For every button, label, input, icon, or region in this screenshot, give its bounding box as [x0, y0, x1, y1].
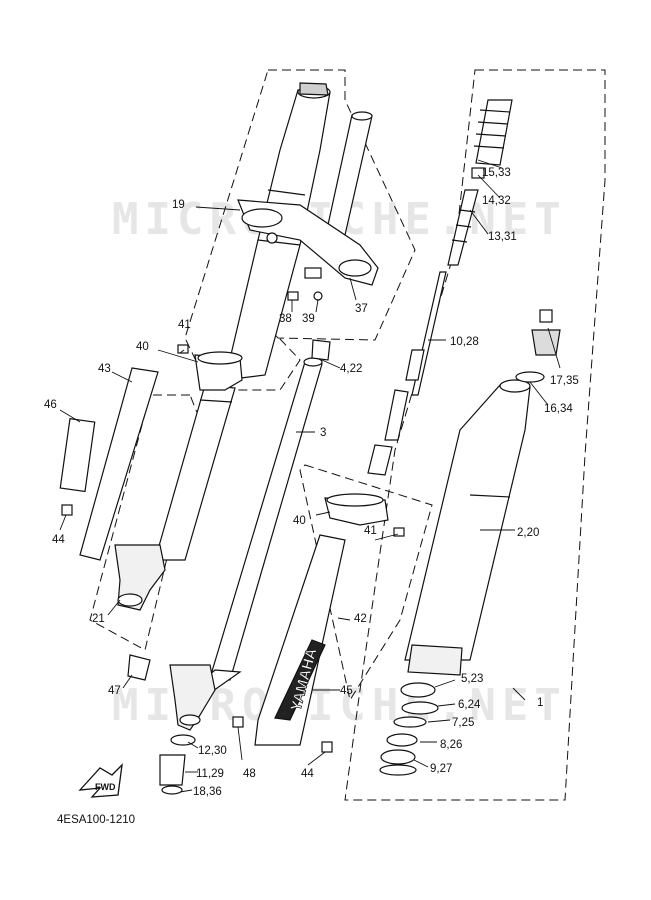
- label-16-34: 16,34: [544, 403, 573, 415]
- label-6-24: 6,24: [458, 699, 481, 711]
- lower-bracket-19: [237, 199, 379, 286]
- fwd-label: FWD: [95, 782, 116, 792]
- label-44-left: 44: [52, 534, 65, 546]
- lower-leg-assembly: [169, 664, 242, 731]
- diagram-code: 4ESA100-1210: [57, 814, 135, 826]
- label-48: 48: [243, 768, 256, 780]
- label-19: 19: [172, 199, 185, 211]
- label-47: 47: [108, 685, 121, 697]
- label-17-35: 17,35: [550, 375, 579, 387]
- label-41-right: 41: [364, 525, 377, 537]
- fork-guard-43: [59, 367, 159, 561]
- outline-right-fork: [344, 69, 606, 801]
- leader-lines: [59, 159, 561, 793]
- label-8-26: 8,26: [440, 739, 462, 751]
- spring-top-assembly: [447, 99, 513, 266]
- label-41-left: 41: [178, 319, 191, 331]
- label-2-20: 2,20: [517, 527, 539, 539]
- label-44-right: 44: [301, 768, 314, 780]
- label-15-33: 15,33: [482, 167, 511, 179]
- label-38: 38: [279, 313, 292, 325]
- label-12-30: 12,30: [198, 745, 227, 757]
- outer-tube-2-20: [404, 379, 531, 676]
- label-13-31: 13,31: [488, 231, 517, 243]
- label-11-29: 11,29: [196, 768, 224, 780]
- cap-bolt-17-35: [515, 309, 561, 383]
- label-40-left: 40: [136, 341, 149, 353]
- damper-rod-assembly: [367, 271, 447, 476]
- label-1: 1: [537, 697, 543, 709]
- label-45: 45: [340, 685, 353, 697]
- label-7-25: 7,25: [452, 717, 474, 729]
- label-5-23: 5,23: [461, 673, 483, 685]
- fwd-arrow-icon: FWD: [78, 763, 123, 798]
- label-42: 42: [354, 613, 367, 625]
- fork-guard-42: YAMAHA: [254, 534, 346, 746]
- small-parts: [61, 267, 405, 795]
- label-39: 39: [302, 313, 315, 325]
- seals-stack: [379, 682, 439, 776]
- label-10-28: 10,28: [450, 336, 479, 348]
- clamp-40-left: [194, 351, 243, 391]
- label-40-right: 40: [293, 515, 306, 527]
- outline-inner-guard: [299, 464, 433, 702]
- label-3: 3: [320, 427, 326, 439]
- label-18-36: 18,36: [193, 786, 222, 798]
- inner-tube-3: [209, 357, 323, 681]
- label-37: 37: [355, 303, 368, 315]
- label-14-32: 14,32: [482, 195, 511, 207]
- label-46: 46: [44, 399, 57, 411]
- label-4-22: 4,22: [340, 363, 362, 375]
- label-9-27: 9,27: [430, 763, 452, 775]
- label-43: 43: [98, 363, 111, 375]
- clamp-40-right: [324, 493, 389, 526]
- callout-labels: 15,33 14,32 13,31 19 37 38 39 10,28 41 4…: [44, 167, 579, 798]
- label-21: 21: [92, 613, 105, 625]
